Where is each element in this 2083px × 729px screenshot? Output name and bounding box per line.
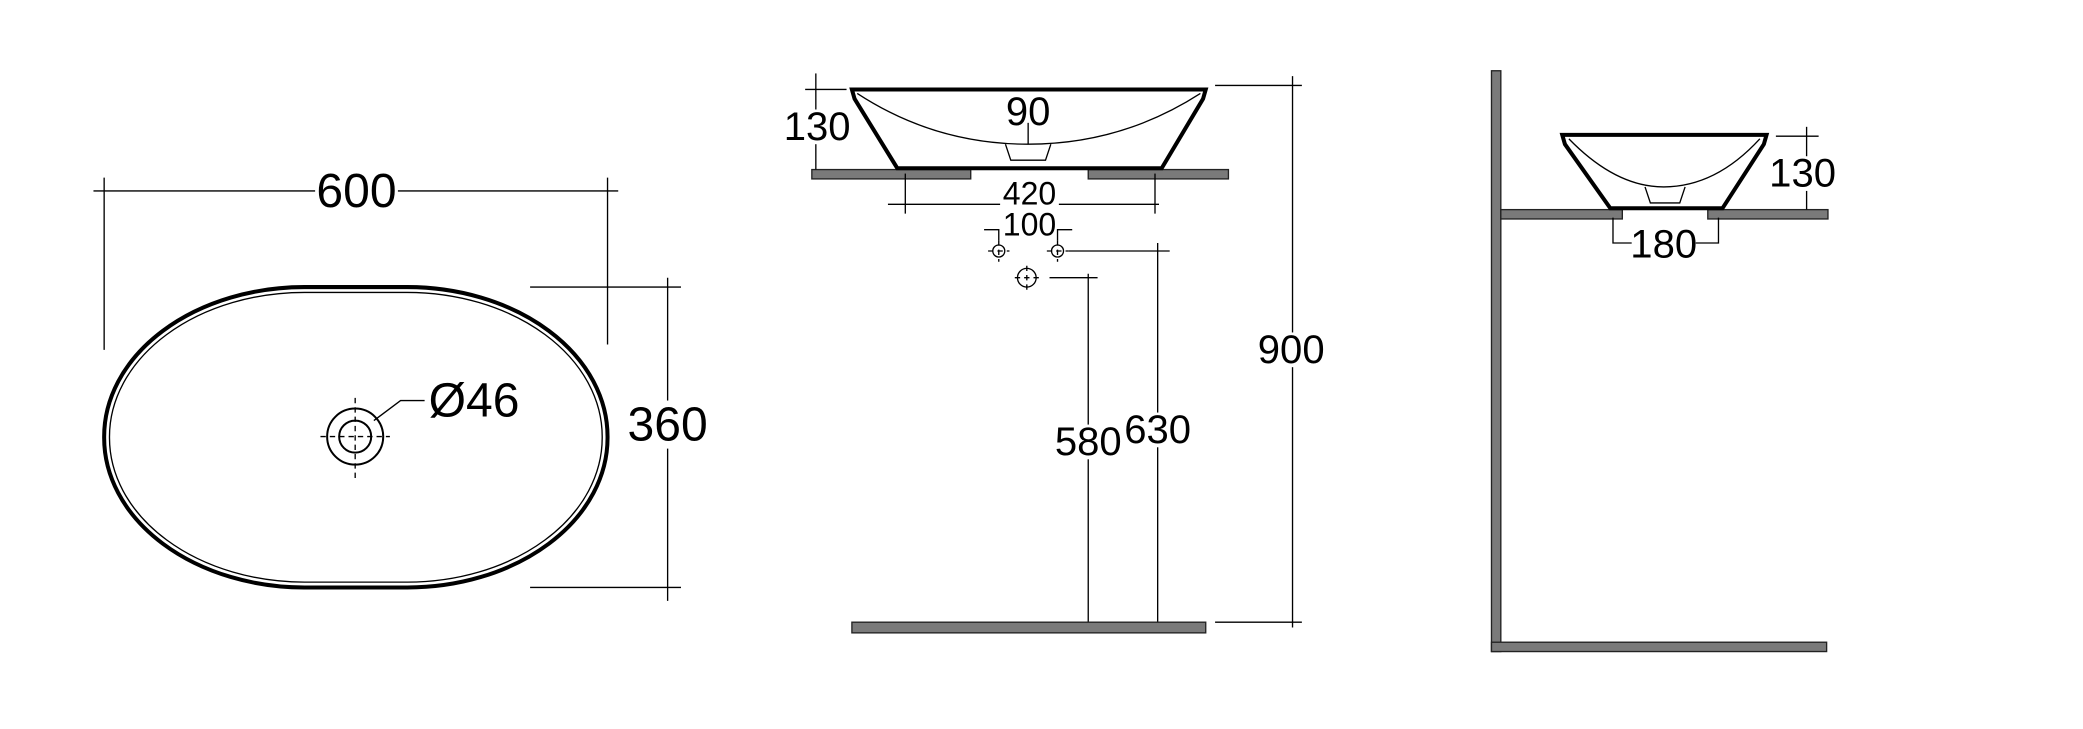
basin-end-profile	[1559, 132, 1770, 211]
dim-cutout-label: 420	[1003, 176, 1056, 212]
leader-line	[373, 399, 425, 422]
basin-inner-rim	[108, 291, 603, 583]
dim-depth-label: 360	[628, 398, 708, 452]
waste-diameter-label: Ø46	[429, 374, 520, 428]
shelf-right	[1707, 208, 1829, 220]
waste-outlet	[1004, 143, 1052, 161]
dim-width-label: 600	[316, 164, 396, 218]
waste-outlet	[1644, 186, 1686, 204]
shelf-left	[1500, 208, 1624, 220]
wall	[1490, 70, 1502, 653]
floor	[1490, 641, 1828, 653]
dim-height-label: 130	[1769, 152, 1836, 196]
dim-height-label: 130	[784, 105, 851, 149]
dim-total-height-label: 900	[1258, 328, 1325, 372]
dim-cutout-label: 180	[1630, 222, 1697, 266]
dim-supply-height-label: 630	[1124, 408, 1191, 452]
top-view: 600 360 Ø46	[93, 164, 711, 601]
front-view: 90 130 420 100 580 630 900	[784, 73, 1325, 634]
floor	[851, 621, 1207, 634]
dim-waste-depth-label: 90	[1006, 90, 1051, 134]
countertop-right	[1087, 168, 1230, 180]
basin-outline-top	[102, 285, 610, 590]
dim-tap-spacing-label: 100	[1003, 206, 1056, 242]
side-view: 130 180	[1490, 70, 1836, 653]
countertop-left	[811, 168, 972, 180]
dim-waste-height-label: 580	[1055, 420, 1122, 464]
